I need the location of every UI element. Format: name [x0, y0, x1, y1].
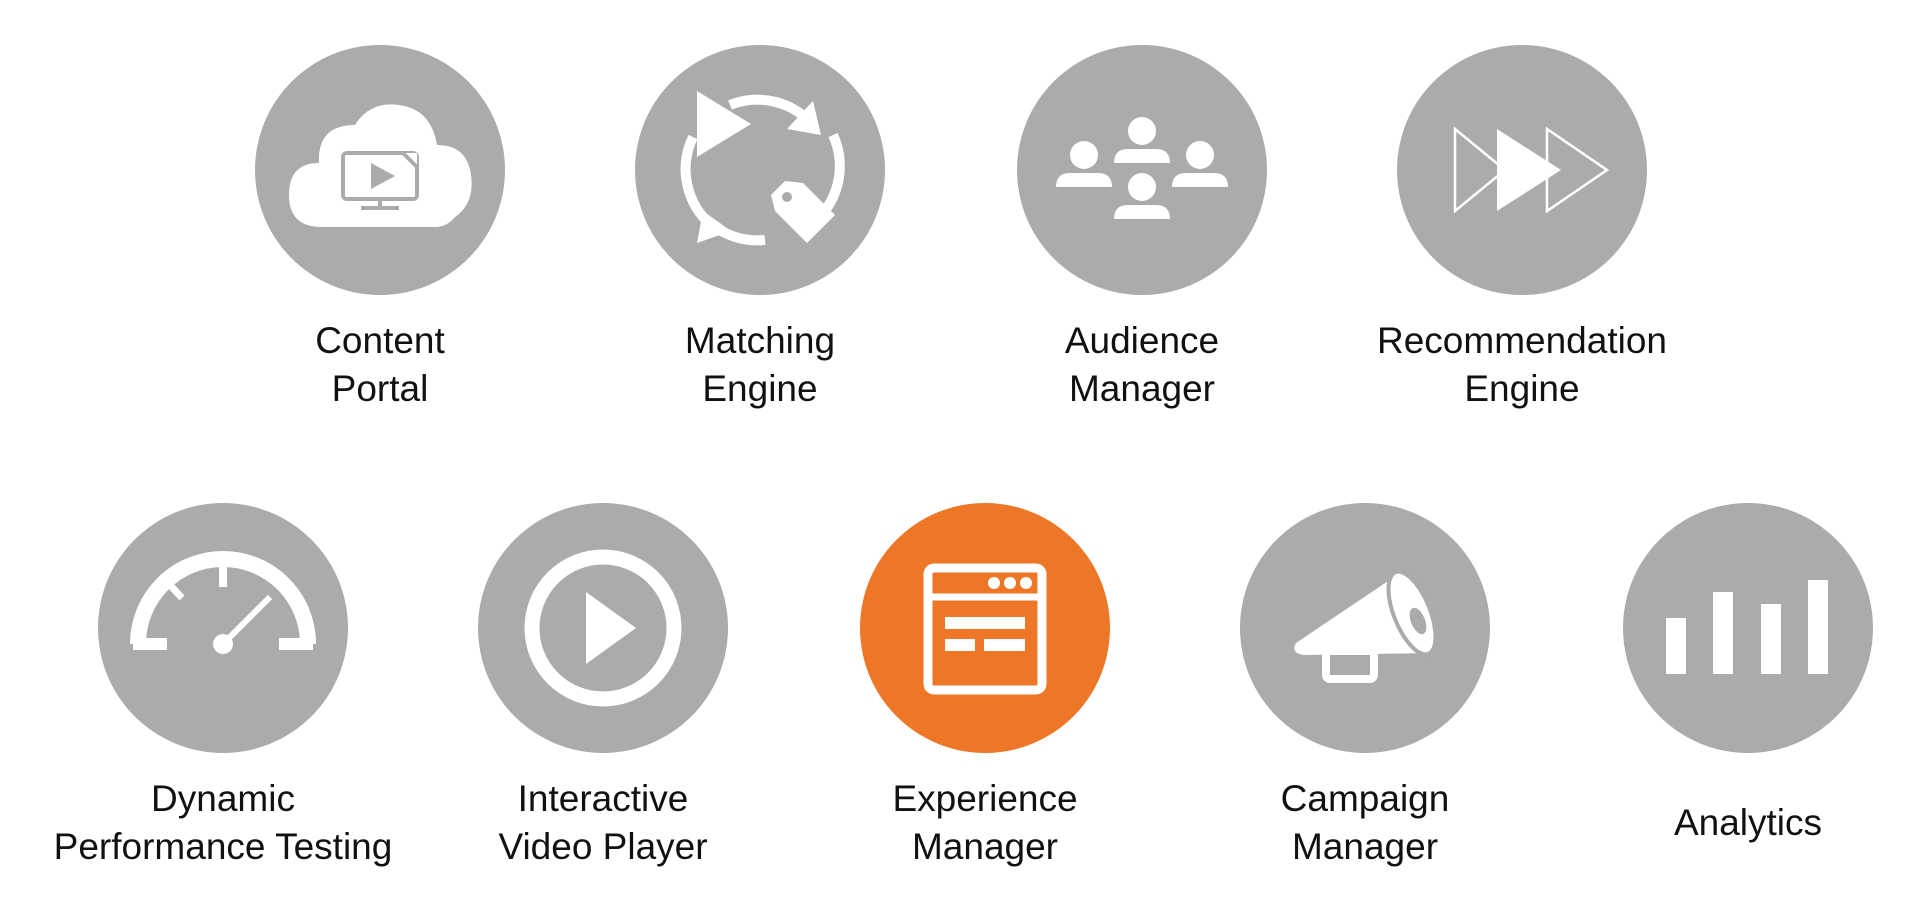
triple-play-arrows-icon — [1397, 45, 1647, 295]
megaphone-icon — [1240, 503, 1490, 753]
dynamic-performance-testing-circle[interactable] — [98, 503, 348, 753]
matching-engine-label-line1: Matching — [684, 320, 836, 361]
campaign-manager-label-line1: Campaign — [1280, 778, 1450, 819]
interactive-video-player-label-line1: Interactive — [517, 778, 689, 819]
module-campaign-manager[interactable]: Campaign Manager — [1185, 503, 1545, 871]
content-portal-circle[interactable] — [255, 45, 505, 295]
recommendation-engine-label-line1: Recommendation — [1377, 320, 1667, 361]
experience-manager-circle[interactable] — [860, 503, 1110, 753]
analytics-label: Analytics — [1674, 775, 1822, 871]
campaign-manager-label: Campaign Manager — [1281, 775, 1450, 871]
people-group-icon — [1017, 45, 1267, 295]
content-portal-label-line2: Portal — [331, 368, 429, 409]
module-interactive-video-player[interactable]: Interactive Video Player — [423, 503, 783, 871]
module-analytics[interactable]: Analytics — [1568, 503, 1920, 871]
content-portal-label-line1: Content — [315, 320, 445, 361]
module-content-portal[interactable]: Content Portal — [200, 45, 560, 413]
matching-engine-circle[interactable] — [635, 45, 885, 295]
campaign-manager-label-line2: Manager — [1291, 826, 1439, 867]
interactive-video-player-label-line2: Video Player — [498, 826, 708, 867]
dynamic-performance-testing-label-line2: Performance Testing — [53, 826, 393, 867]
module-recommendation-engine[interactable]: Recommendation Engine — [1342, 45, 1702, 413]
audience-manager-label-line2: Manager — [1068, 368, 1215, 409]
matching-engine-label-line2: Engine — [702, 368, 818, 409]
content-portal-label: Content Portal — [315, 317, 445, 413]
play-circle-icon — [478, 503, 728, 753]
module-experience-manager[interactable]: Experience Manager — [805, 503, 1165, 871]
dynamic-performance-testing-label: Dynamic Performance Testing — [54, 775, 393, 871]
matching-engine-label: Matching Engine — [685, 317, 835, 413]
recommendation-engine-circle[interactable] — [1397, 45, 1647, 295]
audience-manager-circle[interactable] — [1017, 45, 1267, 295]
module-audience-manager[interactable]: Audience Manager — [962, 45, 1322, 413]
recommendation-engine-label: Recommendation Engine — [1377, 317, 1667, 413]
audience-manager-label-line1: Audience — [1064, 320, 1220, 361]
experience-manager-label-line2: Manager — [911, 826, 1058, 867]
recommendation-engine-label-line2: Engine — [1464, 368, 1580, 409]
interactive-video-player-label: Interactive Video Player — [498, 775, 707, 871]
bar-chart-icon — [1623, 503, 1873, 753]
play-sync-tag-icon — [635, 45, 885, 295]
module-matching-engine[interactable]: Matching Engine — [580, 45, 940, 413]
dynamic-performance-testing-label-line1: Dynamic — [151, 778, 295, 819]
campaign-manager-circle[interactable] — [1240, 503, 1490, 753]
audience-manager-label: Audience Manager — [1065, 317, 1219, 413]
analytics-label-line1: Analytics — [1673, 802, 1823, 843]
interactive-video-player-circle[interactable] — [478, 503, 728, 753]
speedometer-icon — [98, 503, 348, 753]
browser-window-icon — [860, 503, 1110, 753]
experience-manager-label: Experience Manager — [892, 775, 1077, 871]
experience-manager-label-line1: Experience — [892, 778, 1078, 819]
cloud-video-icon — [255, 45, 505, 295]
analytics-circle[interactable] — [1623, 503, 1873, 753]
module-dynamic-performance-testing[interactable]: Dynamic Performance Testing — [43, 503, 403, 871]
